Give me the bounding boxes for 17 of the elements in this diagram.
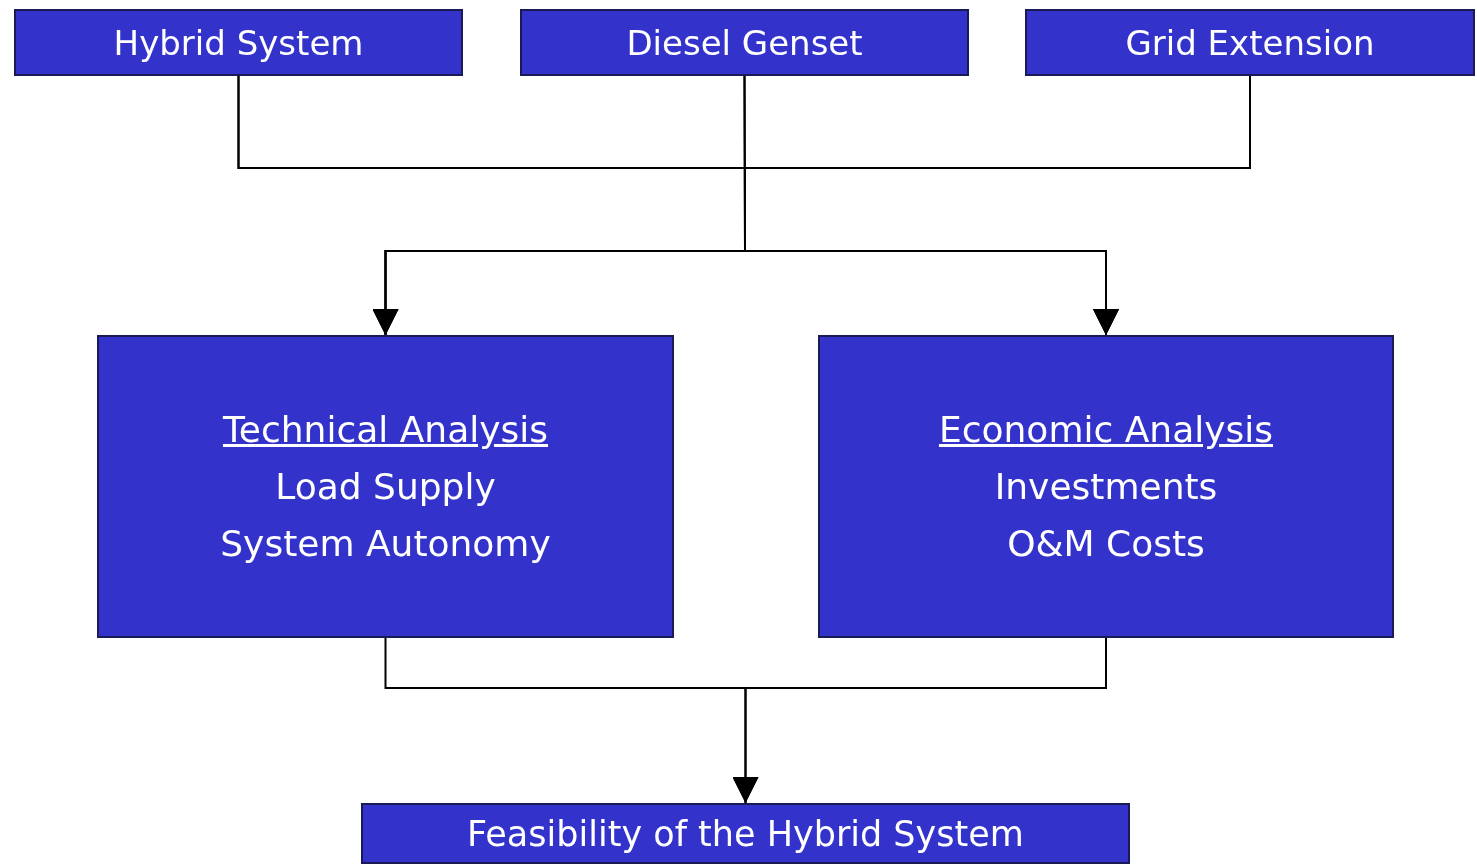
box-label: Grid Extension: [1125, 22, 1375, 63]
process-box: [818, 335, 1394, 638]
box-label: Feasibility of the Hybrid System: [467, 813, 1024, 854]
box-label: Load Supply: [275, 466, 496, 507]
heading-text: Economic Analysis: [938, 409, 1273, 450]
heading-text: Technical Analysis: [222, 409, 549, 450]
box-label: Investments: [994, 466, 1218, 507]
process-box: [361, 803, 1130, 864]
box-label: Hybrid System: [113, 22, 364, 63]
connector-arrow: [732, 637, 1107, 804]
process-box: [14, 9, 463, 76]
process-box: [1025, 9, 1475, 76]
box-label: O&M Costs: [1007, 523, 1205, 564]
box-label: System Autonomy: [220, 523, 551, 564]
process-box: [520, 9, 969, 76]
box-label: Diesel Genset: [626, 22, 863, 63]
process-box: [97, 335, 674, 638]
